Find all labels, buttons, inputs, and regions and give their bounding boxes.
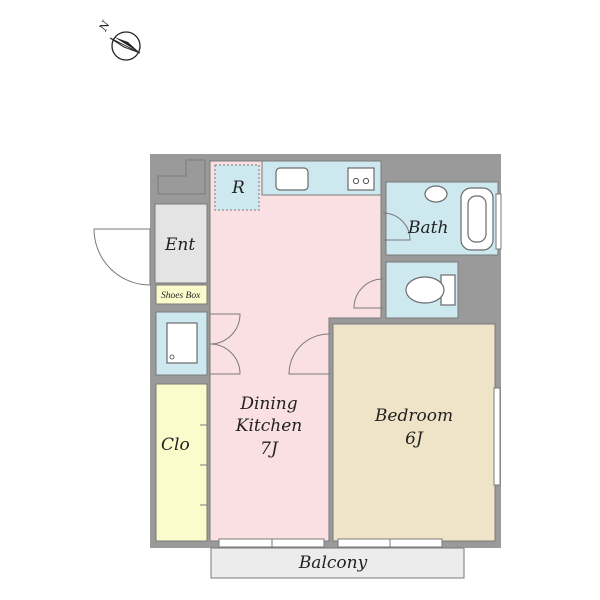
- label-entrance: Ent: [164, 235, 195, 255]
- label-bath: Bath: [407, 218, 448, 238]
- compass-icon: N: [96, 18, 141, 61]
- label-bedroom-line1: Bedroom: [374, 406, 453, 426]
- room-closet: [155, 383, 208, 542]
- label-closet: Clo: [161, 435, 190, 455]
- label-balcony: Balcony: [298, 553, 368, 573]
- label-refrigerator: R: [231, 178, 245, 198]
- label-shoes-box: Shoes Box: [161, 291, 201, 301]
- label-dining-line3: 7J: [260, 439, 279, 459]
- label-dining-line2: Kitchen: [235, 416, 302, 436]
- label-bedroom-line2: 6J: [405, 429, 424, 449]
- north-label: N: [96, 18, 113, 34]
- label-dining-line1: Dining: [239, 394, 297, 414]
- room-entrance: [154, 203, 208, 284]
- door-swings: [93, 212, 411, 375]
- refrigerator-space: [214, 164, 260, 211]
- room-bedroom: [332, 323, 496, 542]
- windows: [218, 193, 502, 548]
- balcony: [210, 547, 465, 579]
- shoes-box: [155, 284, 208, 305]
